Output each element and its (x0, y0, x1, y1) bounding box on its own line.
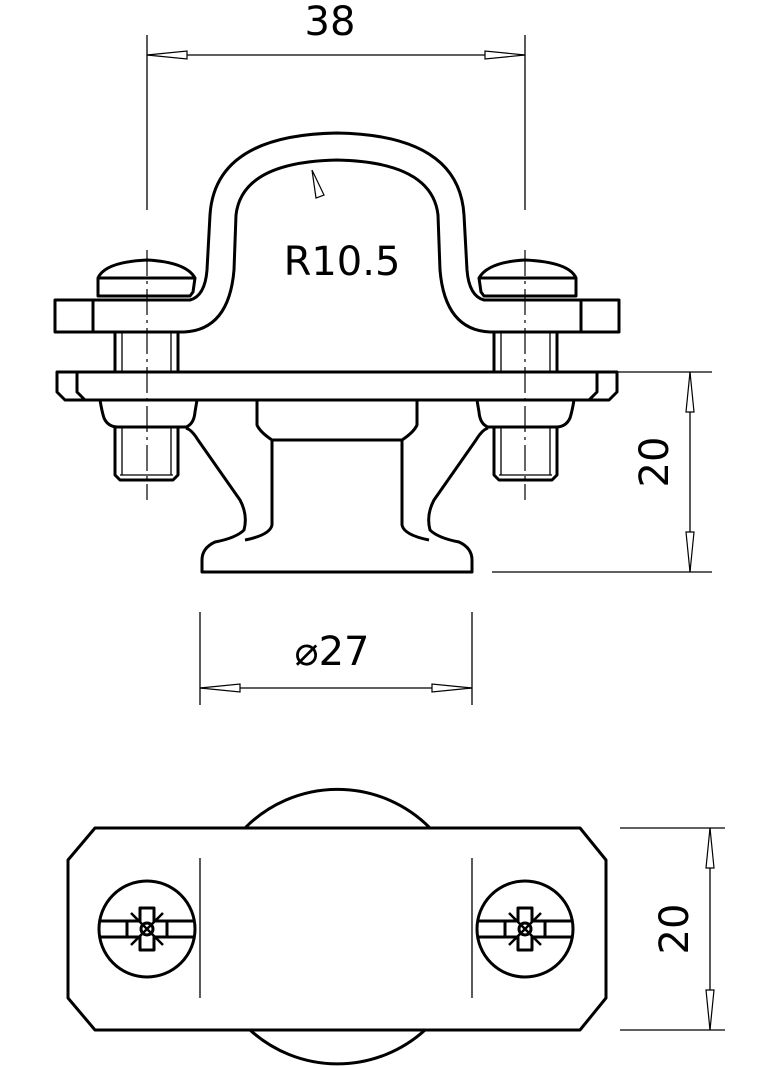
dimension-label-38: 38 (305, 0, 356, 45)
dimension-diameter-27: ⌀27 (199, 612, 473, 705)
clamp-body (185, 426, 489, 574)
strap-saddle (53, 131, 621, 334)
dimension-radius: R10.5 (284, 169, 401, 285)
dimension-label-height: 20 (632, 437, 678, 488)
dimension-label-top-width: 20 (652, 904, 698, 955)
top-view (66, 787, 608, 1066)
dimension-height-20: 20 (492, 371, 712, 573)
strap-plate-top (66, 826, 608, 1032)
screw-head-top-right (475, 879, 575, 979)
dimension-38: 38 (146, 0, 526, 210)
front-view (53, 131, 621, 574)
dimension-label-diameter: ⌀27 (295, 629, 370, 675)
screw-head-right (477, 258, 578, 298)
dimension-label-radius: R10.5 (284, 239, 401, 285)
base-plate (55, 370, 619, 402)
screw-head-top-left (97, 879, 197, 979)
dimension-top-20: 20 (620, 827, 725, 1031)
